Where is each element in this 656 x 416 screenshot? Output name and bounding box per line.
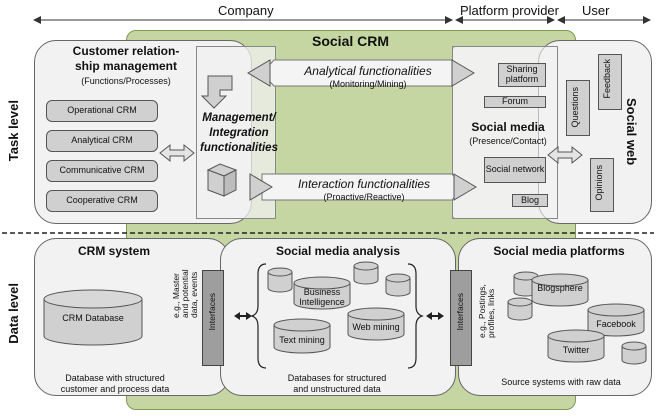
crm-title-line2: ship management xyxy=(74,59,178,73)
sma-title: Social media analysis xyxy=(275,244,401,258)
user-label: User xyxy=(582,3,610,18)
blog-box: Blog xyxy=(512,194,548,207)
crm-title-line1: Customer relation- xyxy=(72,44,180,58)
feedback-note: Feedback xyxy=(598,54,622,110)
web-mining-label: Web mining xyxy=(352,322,400,332)
social-media-subtitle: (Presence/Contact) xyxy=(469,136,547,146)
sharing-platform-box: Sharing platform xyxy=(498,63,546,87)
social-web-title: Social web xyxy=(624,98,639,166)
interfaces-bar-right: Interfaces xyxy=(450,270,472,366)
interfaces-bar-left: Interfaces xyxy=(202,270,224,366)
sma-panel xyxy=(220,238,456,396)
platforms-caption: Source systems with raw data xyxy=(501,377,621,387)
interaction-title: Interaction functionalities xyxy=(297,177,431,191)
analytical-crm-box: Analytical CRM xyxy=(46,130,158,152)
sma-caption-line1: Databases for structured xyxy=(287,373,387,383)
crm-system-title: CRM system xyxy=(77,244,151,258)
analytical-subtitle: (Monitoring/Mining) xyxy=(329,79,407,89)
social-network-box: Social network xyxy=(484,157,546,183)
twitter-label: Twitter xyxy=(562,345,590,355)
operational-crm-box: Operational CRM xyxy=(46,100,158,122)
forum-box: Forum xyxy=(484,96,546,108)
crm-database-label: CRM Database xyxy=(62,313,124,323)
communicative-crm-box: Communicative CRM xyxy=(46,160,158,182)
crm-subtitle: (Functions/Processes) xyxy=(81,76,171,86)
questions-note: Questions xyxy=(566,80,590,136)
integration-line1: Management/ xyxy=(202,112,276,124)
social-media-title: Social media xyxy=(471,120,545,134)
cooperative-crm-box: Cooperative CRM xyxy=(46,190,158,212)
crm-caption-line2: customer and process data xyxy=(60,384,170,394)
business-intelligence-label: Business Intelligence xyxy=(299,287,345,307)
crm-caption-line1: Database with structured xyxy=(65,373,165,383)
platform-provider-label: Platform provider xyxy=(460,3,559,18)
social-crm-title: Social CRM xyxy=(312,33,390,49)
opinions-note: Opinions xyxy=(590,158,614,212)
sma-caption-line2: and unstructured data xyxy=(293,384,381,394)
analytical-title: Analytical functionalities xyxy=(304,64,432,78)
facebook-label: Facebook xyxy=(596,319,636,329)
integration-line2: Integration xyxy=(209,127,269,139)
company-label: Company xyxy=(218,3,274,18)
platforms-title: Social media platforms xyxy=(493,244,625,258)
interaction-subtitle: (Proactive/Reactive) xyxy=(323,192,405,202)
integration-line3: functionalities xyxy=(200,142,278,154)
text-mining-label: Text mining xyxy=(279,335,325,345)
blogsphere-label: Blogsphere xyxy=(537,283,583,293)
